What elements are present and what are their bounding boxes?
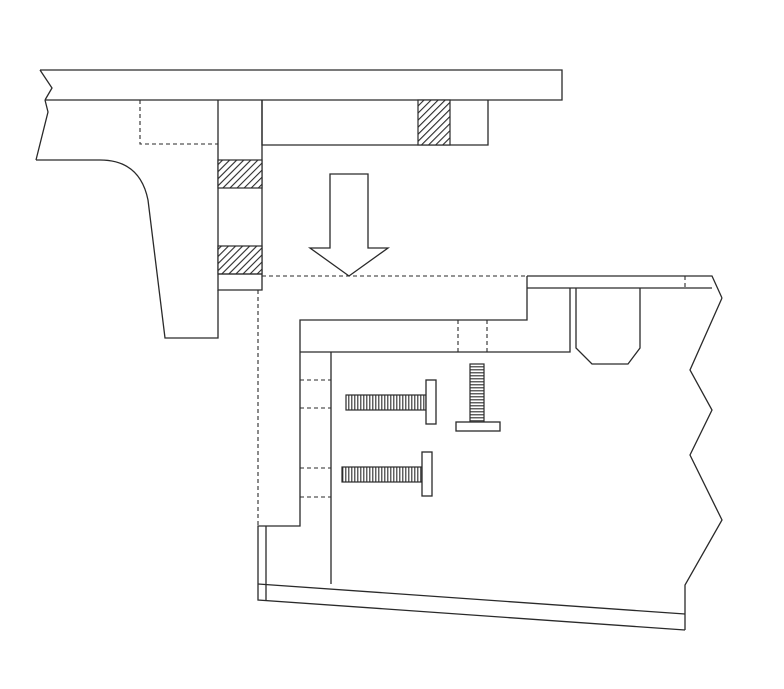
lower-break-edge — [684, 297, 723, 630]
fastener-screws — [341, 363, 501, 497]
screw-shank-lower — [341, 466, 423, 483]
wall-hole-lower — [300, 467, 331, 498]
upper-curved-body — [36, 159, 219, 339]
upper-assembly — [35, 69, 563, 339]
lower-top-profile — [257, 276, 686, 631]
lower-right-ledge — [527, 275, 723, 299]
upper-top-plate — [39, 69, 563, 101]
lower-inner-channel — [300, 288, 571, 353]
lower-base — [257, 583, 686, 615]
hatched-insert-post-top — [217, 159, 263, 189]
upper-rail — [261, 100, 489, 146]
screw-shank-upper — [345, 394, 427, 411]
screw-head-upper — [425, 379, 437, 425]
screw-head-lower — [421, 451, 433, 497]
upper-rail-hidden — [139, 100, 218, 145]
screw-head-vertical — [455, 421, 501, 432]
lower-hidden-outline — [257, 275, 527, 526]
insertion-arrow — [307, 173, 391, 277]
screw-shank-vertical — [469, 363, 485, 423]
upper-break-line — [35, 99, 49, 161]
hatched-insert-post-bottom — [217, 245, 263, 275]
upper-post — [217, 100, 263, 291]
wall-hole-upper — [300, 379, 331, 409]
lower-assembly — [257, 275, 723, 631]
clamp-block — [575, 288, 641, 365]
hatched-insert-rail — [417, 99, 451, 146]
